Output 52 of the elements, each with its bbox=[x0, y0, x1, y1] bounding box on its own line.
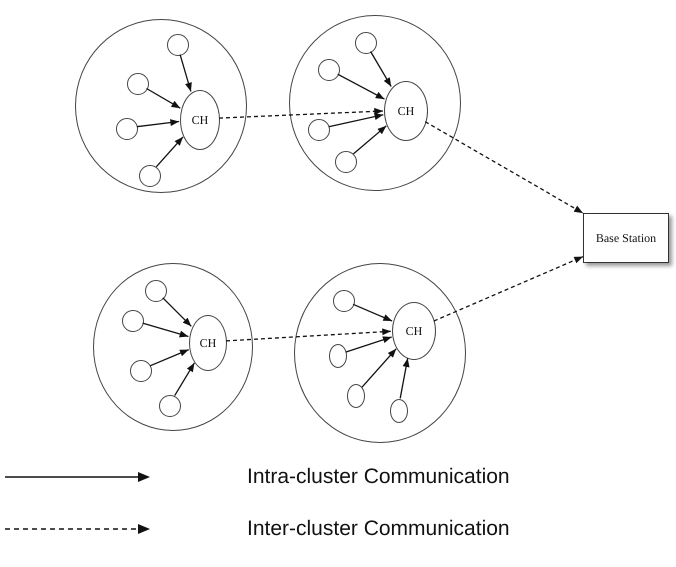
sensor-node bbox=[347, 384, 365, 408]
cluster-head-ellipse bbox=[384, 81, 428, 141]
cluster-circle bbox=[75, 19, 247, 193]
sensor-node bbox=[159, 395, 181, 417]
sensor-node bbox=[390, 399, 408, 423]
arrow bbox=[150, 349, 189, 366]
arrow bbox=[352, 304, 392, 322]
sensor-node bbox=[355, 32, 377, 54]
cluster-head-ellipse bbox=[180, 90, 220, 150]
dashed-arrow bbox=[226, 328, 392, 342]
sensor-node bbox=[122, 310, 144, 332]
arrow bbox=[142, 322, 189, 338]
legend-label: Intra-cluster Communication bbox=[247, 465, 510, 489]
sensor-node bbox=[127, 73, 149, 95]
cluster-circle bbox=[93, 263, 253, 431]
legend-label: Inter-cluster Communication bbox=[247, 517, 510, 541]
node-label: CH bbox=[398, 104, 414, 118]
node-label: CH bbox=[406, 324, 422, 338]
node-label: CH bbox=[192, 114, 208, 126]
sensor-node bbox=[333, 290, 355, 312]
dashed-arrow bbox=[218, 108, 384, 119]
arrow bbox=[156, 136, 184, 168]
arrow bbox=[136, 119, 180, 128]
cluster-circle bbox=[294, 263, 466, 443]
sensor-node bbox=[145, 280, 167, 302]
sensor-node bbox=[139, 165, 161, 187]
sensor-node bbox=[329, 344, 347, 368]
arrow bbox=[146, 88, 181, 109]
arrow bbox=[179, 54, 192, 92]
base-station-box bbox=[583, 213, 669, 263]
sensor-node bbox=[167, 34, 189, 56]
cluster-circle bbox=[289, 15, 461, 191]
arrow bbox=[352, 125, 387, 154]
arrow bbox=[400, 358, 410, 399]
arrow bbox=[162, 297, 192, 327]
arrow bbox=[328, 113, 384, 128]
node-label: Base Station bbox=[594, 232, 658, 244]
arrow bbox=[337, 74, 385, 100]
sensor-node bbox=[318, 59, 340, 81]
sensor-node bbox=[116, 118, 138, 140]
cluster-head-ellipse bbox=[189, 315, 227, 371]
arrow bbox=[174, 362, 195, 396]
sensor-node bbox=[130, 360, 152, 382]
dashed-arrow bbox=[434, 256, 584, 322]
sensor-node bbox=[308, 119, 330, 141]
dashed-arrow bbox=[424, 121, 584, 214]
arrow bbox=[361, 348, 397, 388]
arrow bbox=[370, 51, 392, 87]
arrow bbox=[346, 336, 392, 353]
cluster-head-ellipse bbox=[392, 302, 436, 360]
node-label: CH bbox=[200, 336, 216, 350]
sensor-node bbox=[335, 151, 357, 173]
